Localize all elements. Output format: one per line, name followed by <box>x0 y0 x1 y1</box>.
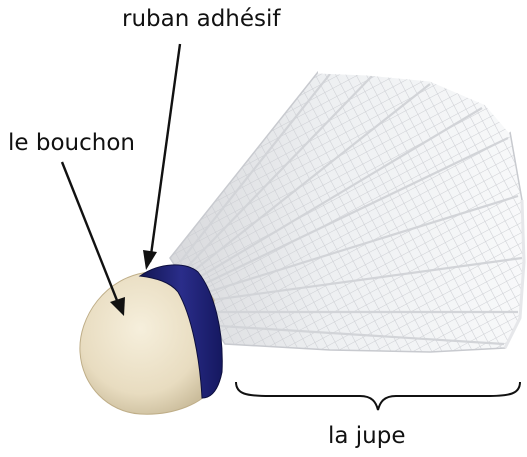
label-adhesive-tape: ruban adhésif <box>122 8 281 31</box>
pointer-arrow-tape <box>143 44 180 270</box>
skirt-brace <box>236 382 520 410</box>
label-skirt: la jupe <box>328 425 406 448</box>
shuttlecock-skirt <box>170 72 524 352</box>
label-cork: le bouchon <box>8 132 135 155</box>
